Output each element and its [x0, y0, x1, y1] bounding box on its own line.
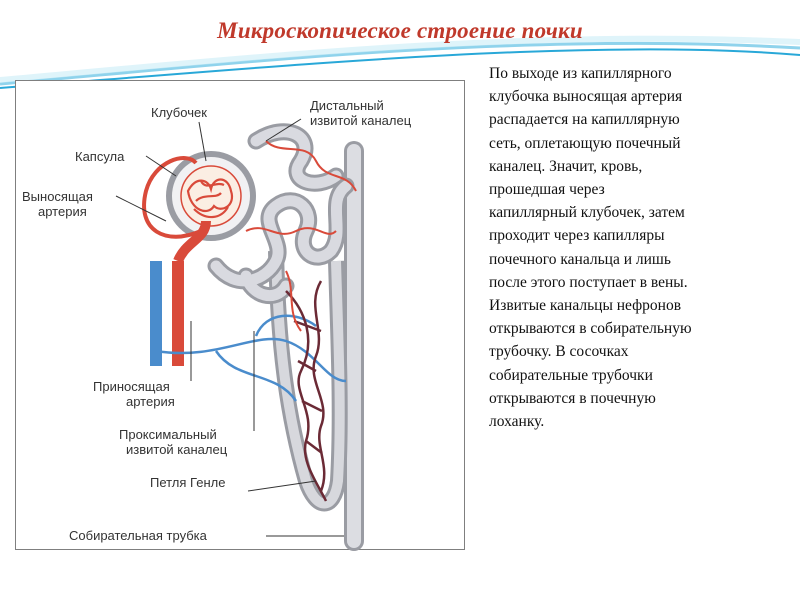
body-line: Извитые канальцы нефронов: [489, 297, 682, 315]
body-line: лоханку.: [489, 413, 545, 431]
body-line: клубочка выносящая артерия: [489, 88, 683, 106]
body-line: каналец. Значит, кровь,: [489, 157, 643, 175]
label-loop-of-henle: Петля Генле: [150, 475, 226, 490]
label-glomerulus: Клубочек: [151, 105, 207, 120]
slide-body-text: По выходе из капиллярного клубочка вынос…: [489, 62, 789, 433]
body-line: трубочку. В сосочках: [489, 343, 629, 361]
slide-title: Микроскопическое строение почки: [217, 18, 583, 43]
label-efferent-artery-line1: Выносящая: [22, 189, 93, 204]
body-line: после этого поступает в вены.: [489, 273, 688, 291]
body-line: прошедшая через: [489, 181, 605, 199]
label-proximal-tubule-line1: Проксимальный: [119, 427, 217, 442]
label-capsule: Капсула: [75, 149, 125, 164]
label-proximal-tubule-line2: извитой каналец: [126, 442, 228, 457]
label-collecting-duct: Собирательная трубка: [69, 528, 207, 543]
body-line: распадается на капиллярную: [489, 111, 680, 129]
label-efferent-artery-line2: артерия: [38, 204, 87, 219]
body-line: открываются в собирательную: [489, 320, 692, 338]
label-afferent-artery-line1: Приносящая: [93, 379, 170, 394]
body-line: почечного канальца и лишь: [489, 250, 671, 268]
body-line: капиллярный клубочек, затем: [489, 204, 685, 222]
label-distal-tubule-line1: Дистальный: [310, 98, 384, 113]
body-line: сеть, оплетающую почечный: [489, 134, 681, 152]
body-line: собирательные трубочки: [489, 366, 653, 384]
kidney-nephron-illustration: Клубочек Дистальный извитой каналец Капс…: [15, 80, 465, 551]
nephron-diagram: [115, 118, 364, 551]
body-line: По выходе из капиллярного: [489, 65, 672, 82]
body-line: открываются в почечную: [489, 389, 656, 407]
body-line: проходит через капилляры: [489, 227, 665, 245]
label-distal-tubule-line2: извитой каналец: [310, 113, 412, 128]
label-afferent-artery-line2: артерия: [126, 394, 175, 409]
header-wave-decoration: [0, 35, 800, 89]
